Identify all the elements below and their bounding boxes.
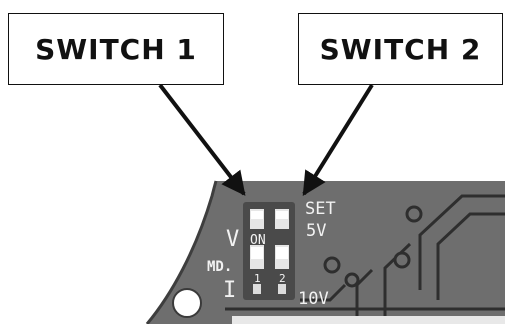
switch-contacts <box>253 284 286 294</box>
label-switch-1-number: 1 <box>254 272 261 285</box>
label-voltage-mode: V <box>226 227 239 252</box>
dip-switch-2-icon <box>275 209 289 269</box>
mounting-hole-icon <box>172 288 202 318</box>
label-current-mode: I <box>223 278 236 303</box>
board-edge <box>145 180 218 324</box>
bottom-strip <box>232 316 505 324</box>
label-10v: 10V <box>298 289 329 309</box>
dip-switch-1-icon <box>250 209 264 269</box>
label-on: ON <box>250 233 266 248</box>
switch-1-callout: SWITCH 1 <box>8 13 224 85</box>
label-set-value: 5V <box>306 221 326 241</box>
label-set: SET <box>305 199 336 219</box>
switch-2-label: SWITCH 2 <box>319 32 482 66</box>
label-switch-2-number: 2 <box>279 272 286 285</box>
label-mode: MD. <box>207 259 232 275</box>
arrow-icon <box>158 83 246 196</box>
arrow-icon <box>302 83 374 197</box>
switch-1-label: SWITCH 1 <box>35 32 197 66</box>
switch-2-callout: SWITCH 2 <box>298 13 503 85</box>
trace-pads <box>323 205 423 288</box>
